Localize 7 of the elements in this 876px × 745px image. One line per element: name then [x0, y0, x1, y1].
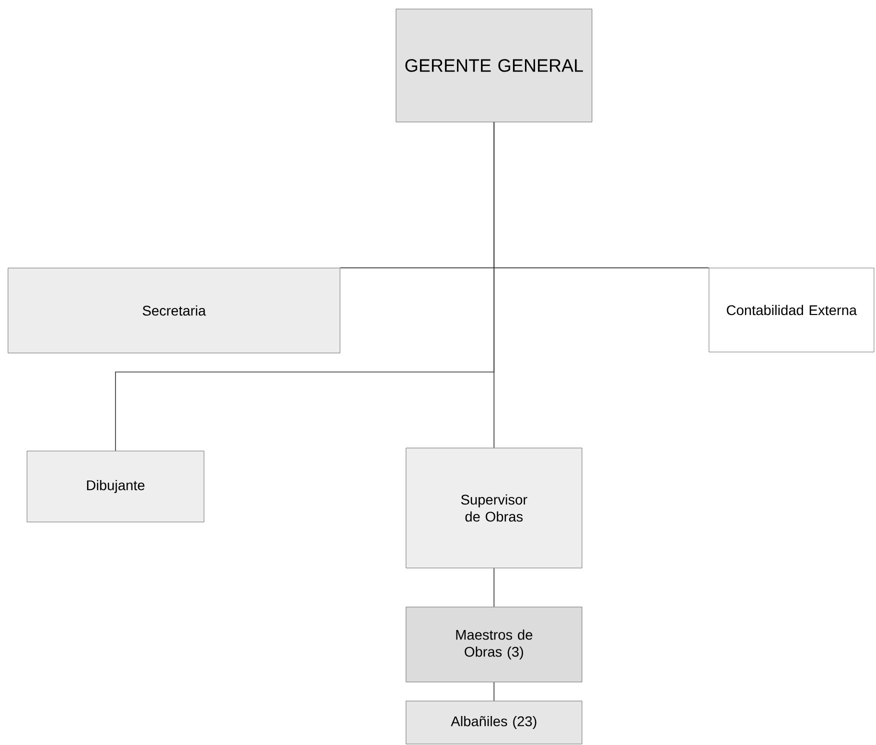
org-box: Maestros de Obras (3): [406, 606, 582, 682]
org-box: Contabilidad Externa: [708, 268, 874, 352]
org-box: Supervisor de Obras: [406, 448, 582, 568]
org-box: Albañiles (23): [406, 700, 582, 744]
org-box: Dibujante: [26, 450, 204, 522]
org-box: Secretaria: [8, 268, 340, 354]
org-box: GERENTE GENERAL: [396, 8, 592, 122]
